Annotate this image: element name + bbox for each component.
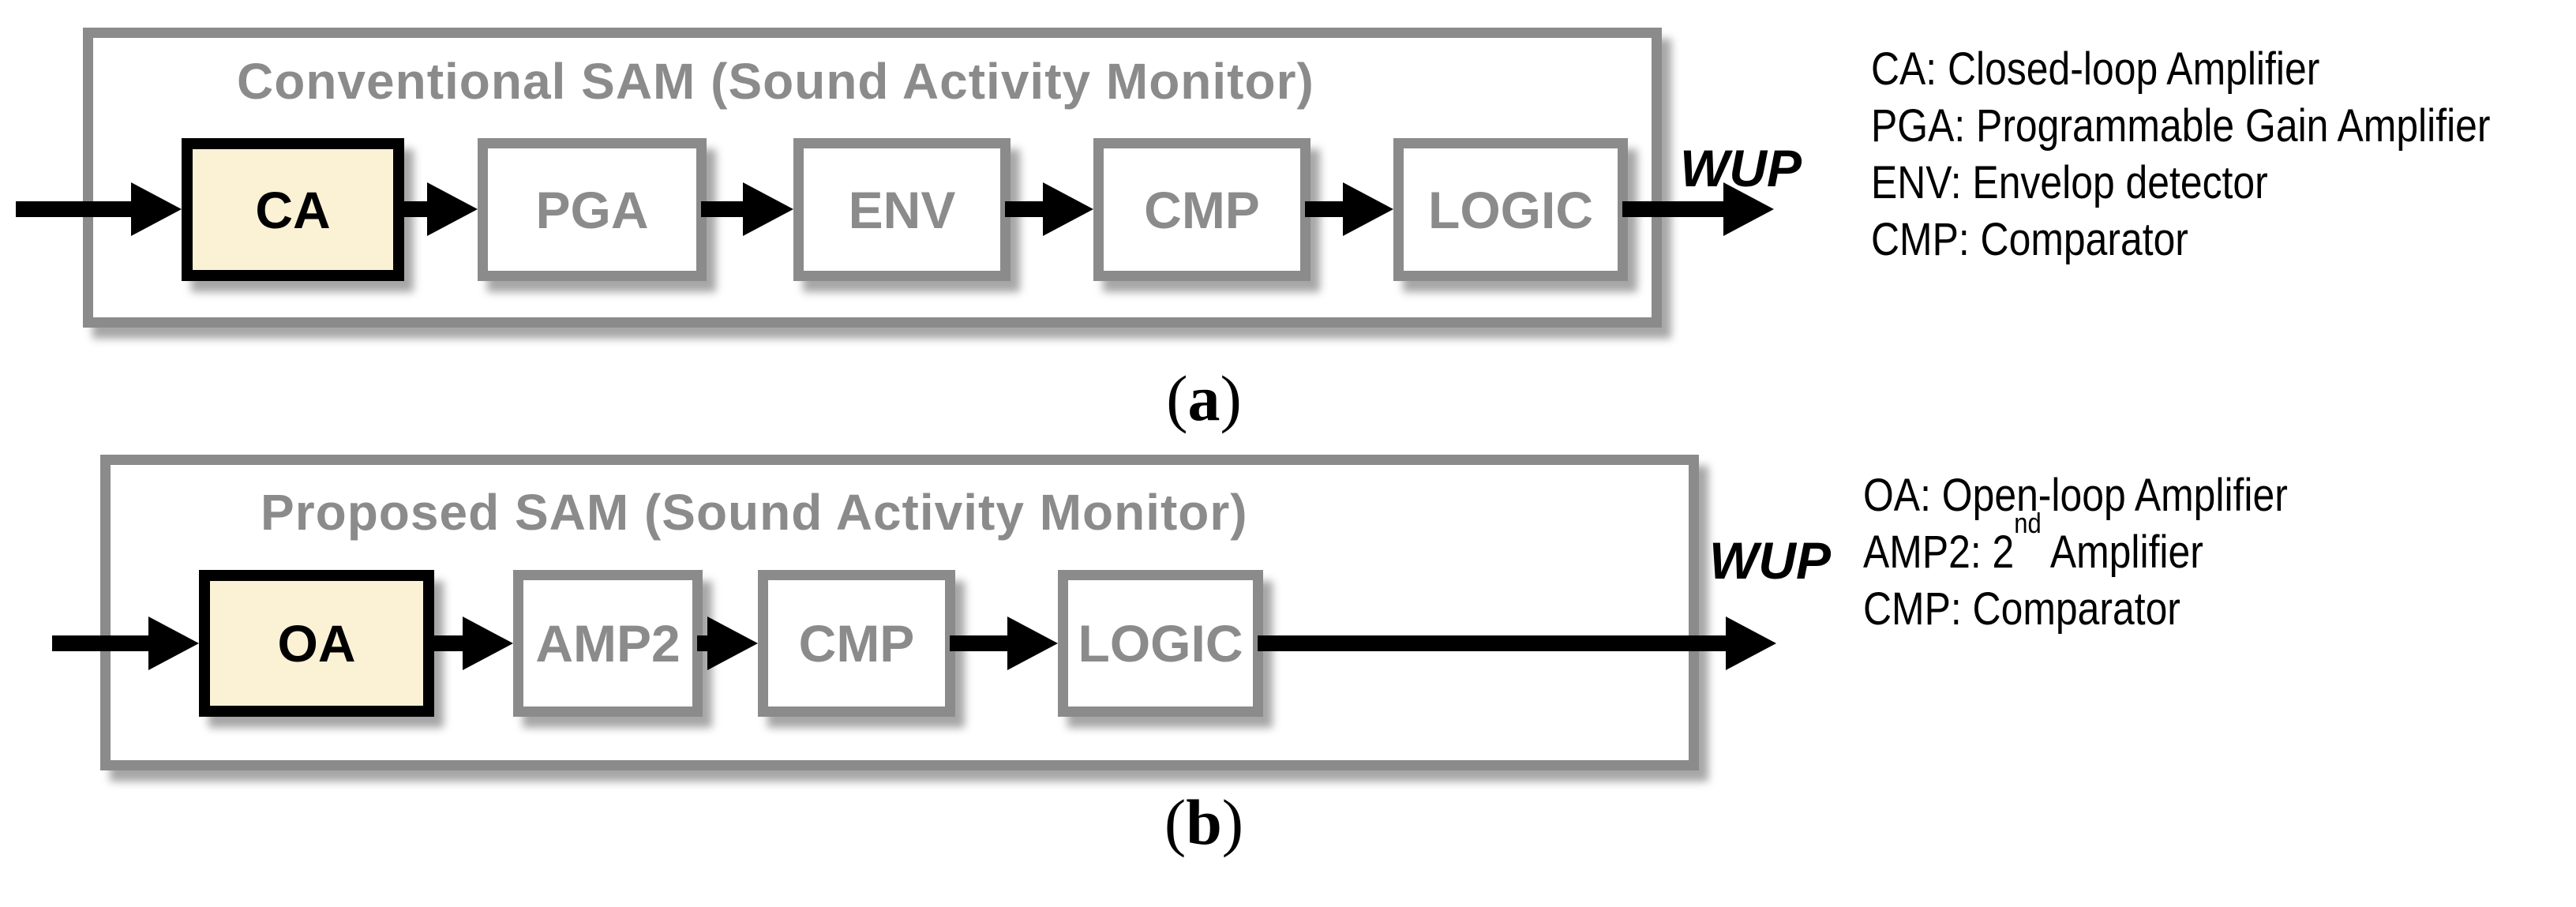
block-env: ENV (793, 138, 1011, 281)
block-label: CMP (1144, 180, 1260, 239)
legend-item: PGA: Programmable Gain Amplifier (1871, 100, 2491, 152)
caption-paren: ) (1220, 362, 1242, 434)
caption-letter: a (1187, 362, 1221, 434)
arrow-head-icon (1343, 182, 1393, 236)
arrow-head-icon (427, 182, 478, 236)
arrow-line (1622, 201, 1725, 217)
legend-item: CMP: Comparator (1871, 214, 2188, 265)
block-label: OA (277, 614, 356, 673)
block-label: PGA (535, 180, 649, 239)
arrow-head-icon (463, 617, 513, 670)
arrow-head-icon (707, 617, 758, 670)
panel-a-output-label: WUP (1680, 139, 1802, 197)
arrow-line (429, 635, 466, 651)
panel-a-title: Conventional SAM (Sound Activity Monitor… (237, 53, 1314, 110)
arrow-line (1258, 635, 1729, 651)
block-label: ENV (848, 180, 956, 239)
arrow-line (1005, 201, 1046, 217)
legend-superscript: nd (2014, 506, 2042, 539)
block-oa: OA (199, 570, 434, 717)
arrow-line (1305, 201, 1346, 217)
arrow-line (16, 201, 133, 217)
caption-letter: b (1186, 786, 1222, 858)
block-cmp-a: CMP (1093, 138, 1310, 281)
block-label: CMP (798, 614, 915, 673)
block-label: CA (255, 180, 331, 239)
arrow-head-icon (1007, 617, 1058, 670)
block-logic-b: LOGIC (1058, 570, 1263, 717)
legend-item: CMP: Comparator (1863, 583, 2180, 635)
arrow-line (950, 635, 1011, 651)
legend-item: AMP2: 2nd Amplifier (1863, 508, 2288, 581)
legend-text: Amplifier (2041, 527, 2203, 578)
panel-b-output-label: WUP (1709, 531, 1831, 590)
arrow-head-icon (148, 617, 199, 670)
panel-a-legend: CA: Closed-loop Amplifier PGA: Programma… (1871, 41, 2491, 268)
block-label: AMP2 (535, 614, 681, 673)
arrow-head-icon (1723, 182, 1774, 236)
arrow-head-icon (1726, 617, 1776, 670)
block-logic-a: LOGIC (1393, 138, 1628, 281)
arrow-head-icon (131, 182, 182, 236)
arrow-line (399, 201, 432, 217)
block-ca: CA (182, 138, 404, 281)
block-label: LOGIC (1428, 180, 1593, 239)
caption-a: (a) (1117, 362, 1291, 436)
arrow-head-icon (1043, 182, 1093, 236)
block-pga: PGA (478, 138, 707, 281)
block-cmp-b: CMP (758, 570, 955, 717)
panel-b-title: Proposed SAM (Sound Activity Monitor) (261, 484, 1248, 541)
arrow-head-icon (743, 182, 793, 236)
caption-paren: ) (1221, 786, 1244, 858)
block-amp2: AMP2 (513, 570, 703, 717)
arrow-line (701, 201, 746, 217)
caption-b: (b) (1117, 785, 1291, 860)
block-label: LOGIC (1078, 614, 1243, 673)
arrow-line (52, 635, 152, 651)
legend-text: AMP2: 2 (1863, 527, 2015, 578)
legend-item: OA: Open-loop Amplifier (1863, 470, 2288, 521)
panel-b-legend: OA: Open-loop Amplifier AMP2: 2nd Amplif… (1863, 467, 2288, 638)
caption-paren: ( (1164, 786, 1187, 858)
legend-item: CA: Closed-loop Amplifier (1871, 43, 2320, 95)
legend-item: ENV: Envelop detector (1871, 157, 2268, 208)
caption-paren: ( (1166, 362, 1188, 434)
